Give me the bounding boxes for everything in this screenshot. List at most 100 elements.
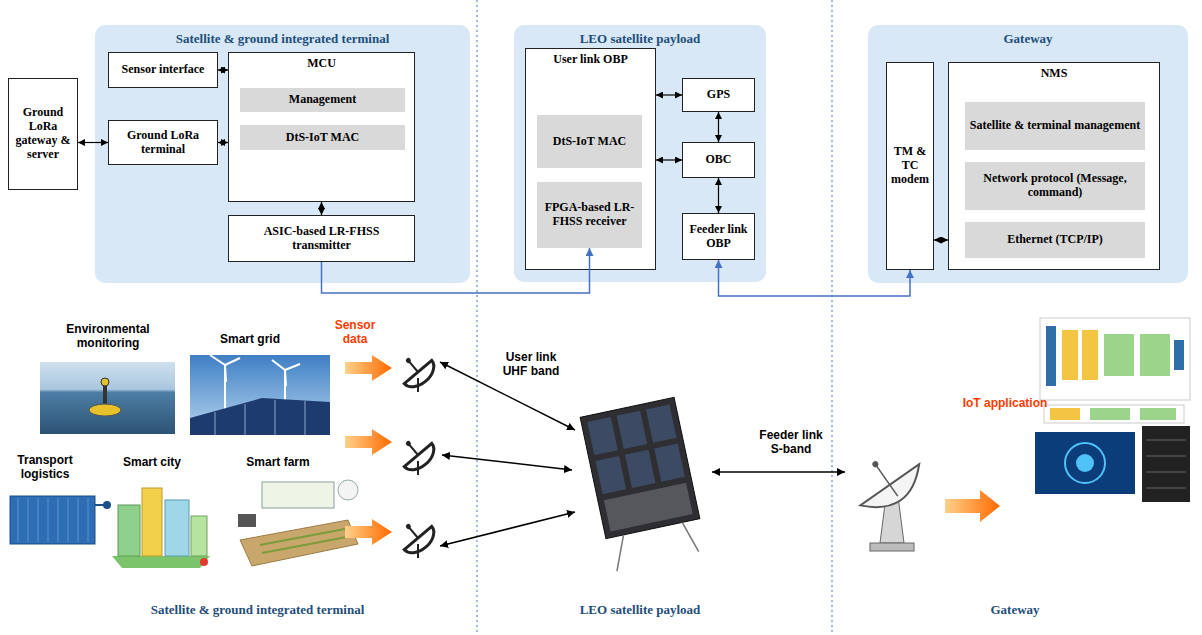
terminal-antenna (393, 347, 440, 559)
column-caption: LEO satellite payload (550, 602, 730, 618)
smart-grid-photo (225, 358, 240, 365)
smart-farm-picture (262, 482, 334, 508)
application-pictures (1146, 440, 1186, 441)
box-label: Management (289, 93, 356, 107)
cubesat-picture (580, 397, 707, 572)
section-panel: LEO satellite payloadUser link OBPDtS-Io… (514, 25, 766, 282)
smart-city-picture (112, 556, 210, 568)
smart-city-picture (191, 516, 207, 556)
cubesat-picture (625, 450, 656, 488)
connector-arrow (656, 94, 682, 95)
application-pictures (1040, 318, 1190, 400)
picture-caption: Smart grid (200, 332, 300, 346)
cubesat-picture (654, 444, 685, 482)
box-label: Network protocol (Message, command) (969, 172, 1141, 200)
ground-station-dish (844, 441, 930, 521)
smart-city-picture (200, 558, 208, 566)
column-caption: Gateway (950, 602, 1080, 618)
connector-arrow (218, 69, 228, 70)
smart-farm-picture (262, 536, 352, 553)
function-block: Management (240, 88, 405, 112)
picture-caption: Smart farm (238, 455, 318, 469)
smart-grid-photo (272, 360, 285, 370)
terminal-antenna (417, 378, 419, 392)
cubesat-picture (646, 404, 677, 442)
process-box: OBC (682, 142, 755, 178)
module-box: MCU ManagementDtS-IoT MAC (228, 52, 415, 202)
function-block: FPGA-based LR-FHSS receiver (537, 182, 642, 248)
terminal-antenna (409, 444, 418, 455)
user-link-line (442, 455, 572, 470)
terminal-antenna (404, 526, 439, 558)
box-label: ASIC-based LR-FHSS transmitter (233, 225, 410, 253)
container-picture (68, 498, 69, 542)
box-label: Satellite & terminal management (970, 119, 1140, 133)
smart-farm-picture (238, 514, 256, 527)
connector-arrow (78, 142, 108, 143)
terminal-antenna (417, 544, 419, 558)
terminal-antenna (409, 361, 418, 372)
sensor-data-arrow (345, 519, 392, 545)
process-box: Ground LoRa gateway & server (8, 78, 78, 190)
flow-label: Sensor data (328, 318, 382, 347)
section-panel: Gateway TM & TC modem NMSSatellite & termi… (868, 25, 1188, 283)
application-pictures (1076, 454, 1094, 472)
connector-arrow (719, 260, 911, 296)
container-picture (10, 496, 111, 544)
application-pictures (1146, 472, 1186, 473)
container-picture (18, 498, 19, 542)
ground-station-dish (870, 543, 914, 551)
process-box: Feeder link OBP (682, 213, 755, 260)
process-box: TM & TC modem (886, 62, 934, 270)
terminal-antenna (405, 440, 412, 447)
container-picture (58, 498, 59, 542)
terminal-antenna (405, 523, 412, 530)
panel-title: Gateway (868, 32, 1188, 47)
connector-arrow (218, 142, 228, 143)
container-picture (95, 504, 104, 506)
panel-title: LEO satellite payload (514, 32, 766, 47)
smart-grid-photo (215, 412, 216, 435)
smart-farm-picture (338, 480, 358, 500)
container-picture (28, 498, 29, 542)
process-box: Ground LoRa terminal (108, 120, 218, 165)
terminal-antenna (393, 430, 440, 476)
smart-farm-picture (238, 480, 358, 566)
smart-grid-photo (224, 365, 226, 415)
sensor-data-arrow (345, 355, 392, 381)
box-label: GPS (707, 88, 730, 102)
section-panel: Satellite & ground integrated terminalSe… (95, 25, 470, 283)
process-box: Sensor interface (108, 52, 218, 88)
container-picture (88, 498, 89, 542)
smart-farm-picture (260, 528, 350, 545)
function-block: Satellite & terminal management (965, 102, 1145, 150)
function-block: DtS-IoT MAC (240, 125, 405, 150)
smart-grid-photo (225, 365, 226, 382)
ground-station-dish (860, 464, 930, 521)
smart-grid-photo (275, 400, 276, 435)
application-pictures (1140, 408, 1176, 420)
user-link-line (440, 512, 575, 546)
application-pictures (1146, 456, 1186, 457)
application-pictures (1065, 443, 1105, 483)
buoy-photo (40, 362, 175, 434)
sensor-data-arrow (345, 429, 392, 455)
sensor-data-arrow (345, 355, 392, 545)
module-title: MCU (229, 57, 414, 71)
application-pictures (1174, 340, 1184, 370)
smart-grid-photo (210, 355, 225, 365)
terminal-antenna (393, 347, 440, 393)
smart-grid-photo (285, 370, 286, 386)
smart-city-picture (165, 500, 189, 556)
picture-caption: Smart city (112, 455, 192, 469)
application-pictures (1050, 408, 1080, 420)
module-box: User link OBPDtS-IoT MACFPGA-based LR-FH… (525, 48, 656, 270)
cubesat-picture (604, 483, 693, 532)
connector-arrow (718, 178, 719, 213)
container-picture (38, 498, 39, 542)
process-box: ASIC-based LR-FHSS transmitter (228, 215, 415, 262)
module-box: NMSSatellite & terminal managementNetwor… (948, 62, 1160, 270)
connector-arrow (934, 239, 948, 240)
application-pictures (1046, 326, 1056, 386)
smart-grid-photo (190, 398, 330, 435)
